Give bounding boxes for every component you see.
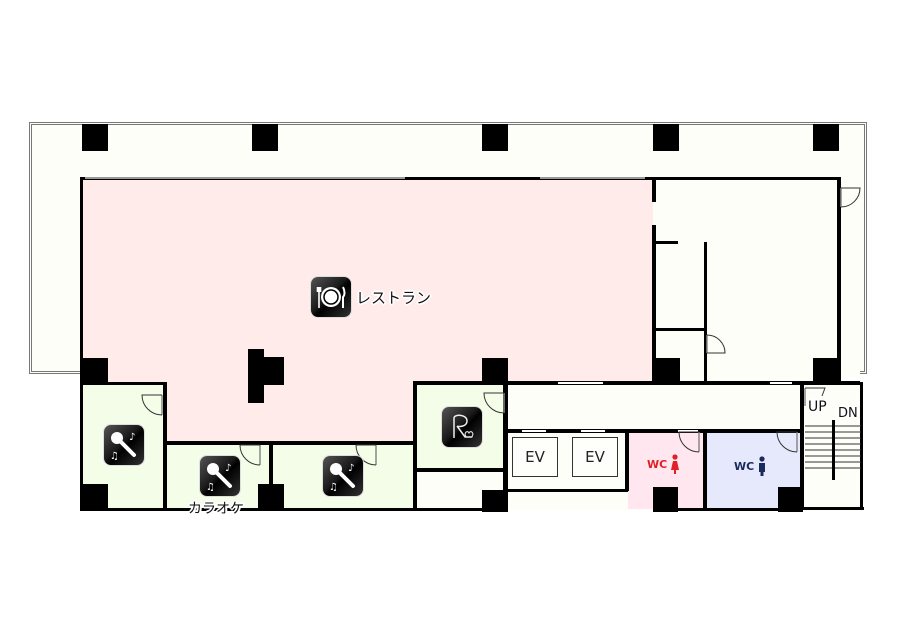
column (258, 484, 284, 511)
right-corridor (838, 177, 860, 377)
wall-restaurant-south-mid (165, 441, 415, 445)
column (482, 124, 508, 151)
window-corridor (558, 382, 603, 384)
wall-bottom-left (80, 508, 504, 511)
door-wc-women (678, 430, 698, 432)
stair-down-label: DN (838, 406, 858, 421)
wall-restaurant-south-right (415, 381, 860, 385)
svg-text:♪: ♪ (348, 463, 354, 474)
karaoke-label: カラオケ (188, 501, 244, 517)
elevator-1-label: EV (525, 448, 545, 466)
elevator-2-label: EV (585, 448, 605, 466)
door-ev-1 (522, 430, 546, 432)
wall-bottom-ev (504, 489, 628, 492)
wall-private-south (415, 468, 505, 472)
column (82, 124, 108, 151)
column (653, 487, 678, 512)
wall-left (80, 177, 83, 511)
elevator-2: EV (572, 437, 618, 477)
column (80, 484, 108, 511)
wall-bottom-right (653, 508, 803, 511)
female-figure-icon (671, 454, 680, 474)
wall-restaurant-east-2 (652, 225, 656, 385)
column (482, 358, 508, 385)
wall-karaoke-3-east (413, 381, 417, 510)
wall-karaoke-1-east (163, 382, 167, 510)
wall-right-upper (837, 177, 841, 382)
r-crown-logo-icon (442, 407, 482, 447)
microphone-notes-icon: ♪ ♫ (104, 425, 144, 465)
door-right-block (706, 334, 726, 354)
wall-right-block-stub (654, 241, 678, 244)
wall-restaurant-south-left (83, 382, 165, 385)
wc-men-label: WC (734, 459, 755, 473)
column (252, 124, 278, 151)
corridor (508, 385, 800, 430)
svg-text:♪: ♪ (129, 432, 135, 443)
plate-fork-knife-icon (311, 277, 351, 317)
column (262, 357, 284, 385)
svg-text:♫: ♫ (329, 482, 338, 493)
wall-right-stair (860, 382, 863, 510)
restaurant-area-lower (165, 383, 415, 441)
column (653, 124, 679, 151)
window-top-1 (85, 177, 405, 179)
door-karaoke-1 (141, 394, 163, 416)
wc-women-label: WC (647, 457, 668, 471)
column (80, 358, 108, 385)
column (652, 358, 680, 385)
door-ev-2 (581, 430, 605, 432)
male-figure-icon (759, 456, 766, 476)
wall-corridor-south (505, 429, 803, 433)
microphone-notes-icon: ♪ ♫ (200, 456, 240, 496)
wall-wc-men-east (800, 385, 804, 510)
staircase (805, 420, 861, 480)
column (813, 358, 839, 385)
window-top-2 (540, 177, 645, 179)
wall-top (81, 177, 841, 180)
wall-right-block-inner (704, 242, 707, 382)
door-wc-women-arc (678, 431, 700, 453)
svg-text:♫: ♫ (206, 482, 215, 493)
wall-private-east (503, 381, 508, 510)
svg-text:♫: ♫ (110, 451, 119, 462)
wall-ev-wc (625, 431, 629, 491)
wall-restaurant-east (652, 177, 656, 202)
wall-wc-divider (703, 431, 707, 510)
column (813, 124, 839, 151)
wall-bottom-stair (800, 507, 864, 510)
door-private-room (483, 392, 505, 414)
door-terrace-east (840, 187, 861, 208)
wall-karaoke-2-east (269, 441, 273, 510)
door-wc-men-arc (776, 431, 798, 453)
column (778, 487, 803, 512)
wc-men-sign: WC (734, 456, 767, 476)
window-corridor-2 (770, 382, 792, 384)
column (482, 490, 508, 512)
column (248, 349, 264, 403)
elevator-1: EV (512, 437, 558, 477)
svg-text:♪: ♪ (225, 463, 231, 474)
stair-up-label: UP (808, 399, 827, 415)
door-karaoke-2 (239, 444, 261, 466)
microphone-notes-icon: ♪ ♫ (323, 456, 363, 496)
restaurant-area (83, 180, 653, 383)
door-stair (804, 387, 826, 406)
wc-women-sign: WC (647, 454, 680, 474)
wall-right-block-shelf (654, 328, 706, 331)
restaurant-label: レストラン (356, 289, 432, 307)
